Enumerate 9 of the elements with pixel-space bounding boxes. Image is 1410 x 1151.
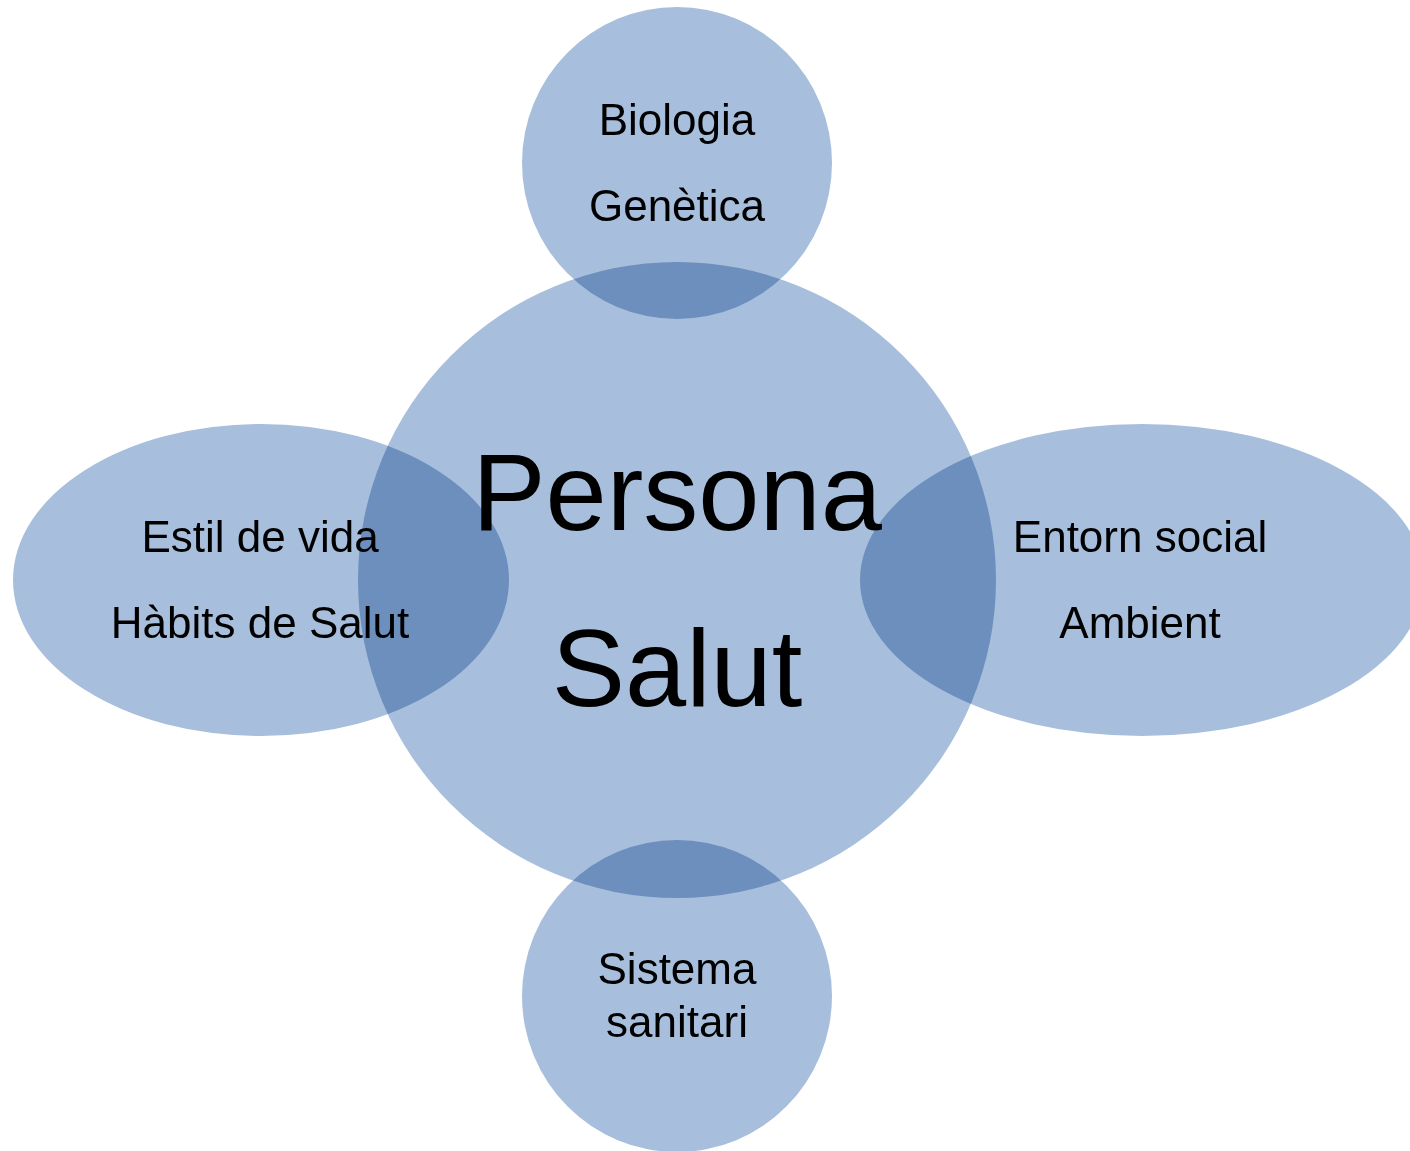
node-label: Ambient [1059,596,1221,649]
center-label: Salut [551,604,803,731]
node-label: Entorn social [1012,510,1268,563]
node-label: Hàbits de Salut [110,596,410,649]
node-label: Sistema sanitari [596,943,758,1048]
node-label: Biologia [598,93,756,146]
node-label: Estil de vida [141,510,379,563]
center-label: Persona [472,429,882,556]
node-label: Genètica [588,179,766,232]
